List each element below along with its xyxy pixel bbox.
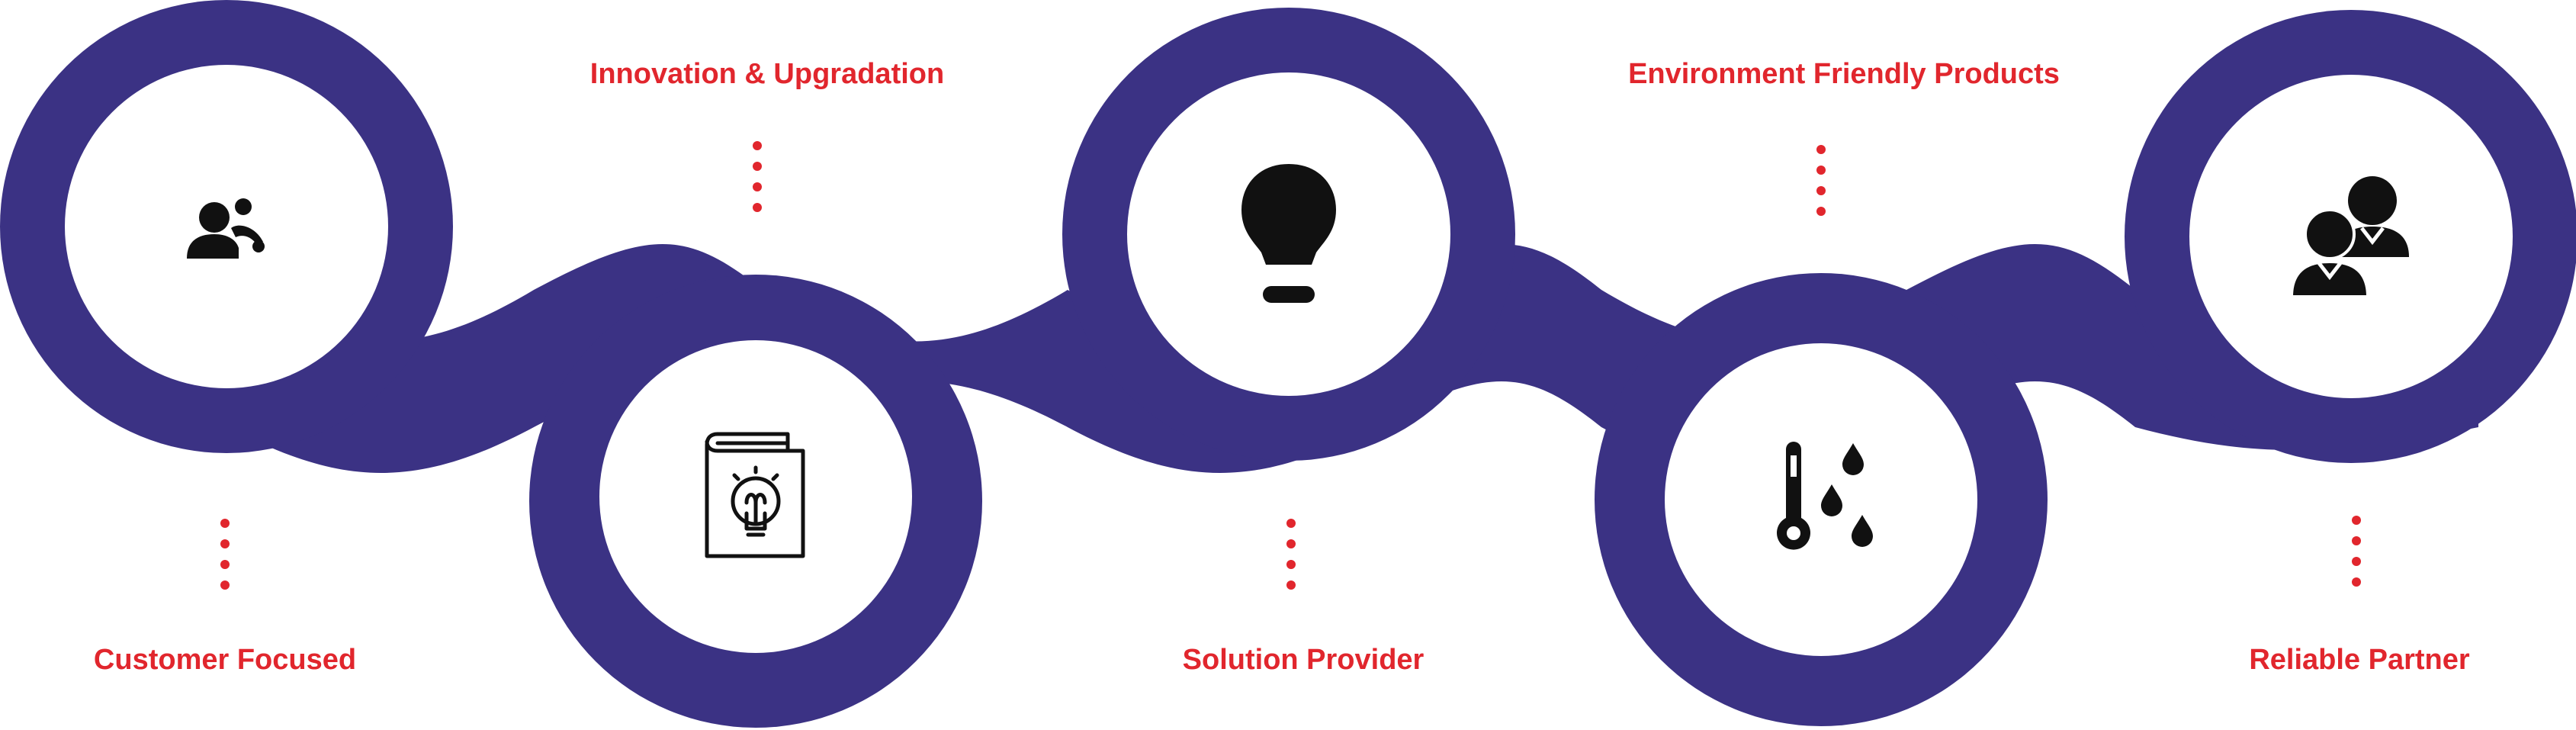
dotted-connector-5 [2352,516,2361,598]
wave-connector [229,244,763,473]
partners-icon [2289,176,2409,298]
dotted-connector-4 [1816,145,1826,227]
node-solution-provider [1127,72,1450,396]
innovation-book-icon [705,432,805,558]
lightbulb-icon [1241,164,1336,303]
customer-icon [187,198,265,259]
node-customer-focused [65,65,388,388]
dotted-connector-2 [753,141,762,224]
dotted-connector-3 [1286,519,1296,601]
node-reliable-partner [2189,75,2513,398]
step-label-reliable-partner: Reliable Partner [2249,644,2470,676]
node-environment-friendly [1665,343,1977,656]
step-label-environment-friendly: Environment Friendly Products [1628,58,2060,90]
node-innovation-upgradation [599,340,912,653]
step-label-solution-provider: Solution Provider [1182,644,1425,676]
dotted-connector-1 [220,519,230,601]
thermometer-drops-icon [1777,442,1873,550]
step-label-innovation-upgradation: Innovation & Upgradation [589,58,945,90]
step-label-customer-focused: Customer Focused [93,644,357,676]
